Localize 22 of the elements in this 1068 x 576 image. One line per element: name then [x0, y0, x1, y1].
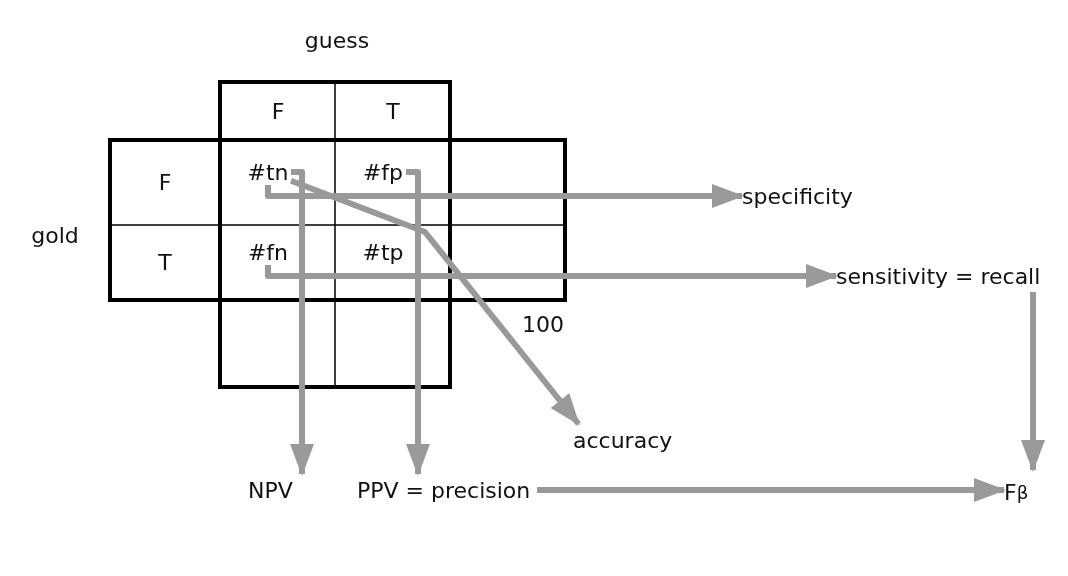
count-value: #tn	[245, 159, 291, 185]
count-value: #fn	[245, 239, 291, 265]
row-header: T	[158, 249, 172, 275]
metric-label: accuracy	[573, 424, 678, 456]
metric-label: PPV = precision	[357, 474, 537, 506]
arrow	[406, 169, 430, 476]
metric-label: specificity	[742, 180, 882, 212]
count-value: #fp	[360, 159, 406, 185]
arrow	[1021, 292, 1045, 472]
arrow	[290, 169, 314, 476]
arrow	[537, 478, 1006, 502]
row-header: F	[158, 169, 172, 195]
metric-label: NPV	[248, 474, 308, 506]
arrow	[265, 184, 744, 208]
column-header: F	[271, 98, 285, 124]
metric-label: sensitivity = recall	[836, 260, 1048, 292]
arrow	[265, 264, 838, 288]
column-header: T	[386, 98, 400, 124]
arrow	[289, 178, 581, 426]
count-value: #tp	[360, 239, 406, 265]
axis-title: guess	[304, 27, 370, 53]
axis-title: gold	[31, 222, 79, 248]
